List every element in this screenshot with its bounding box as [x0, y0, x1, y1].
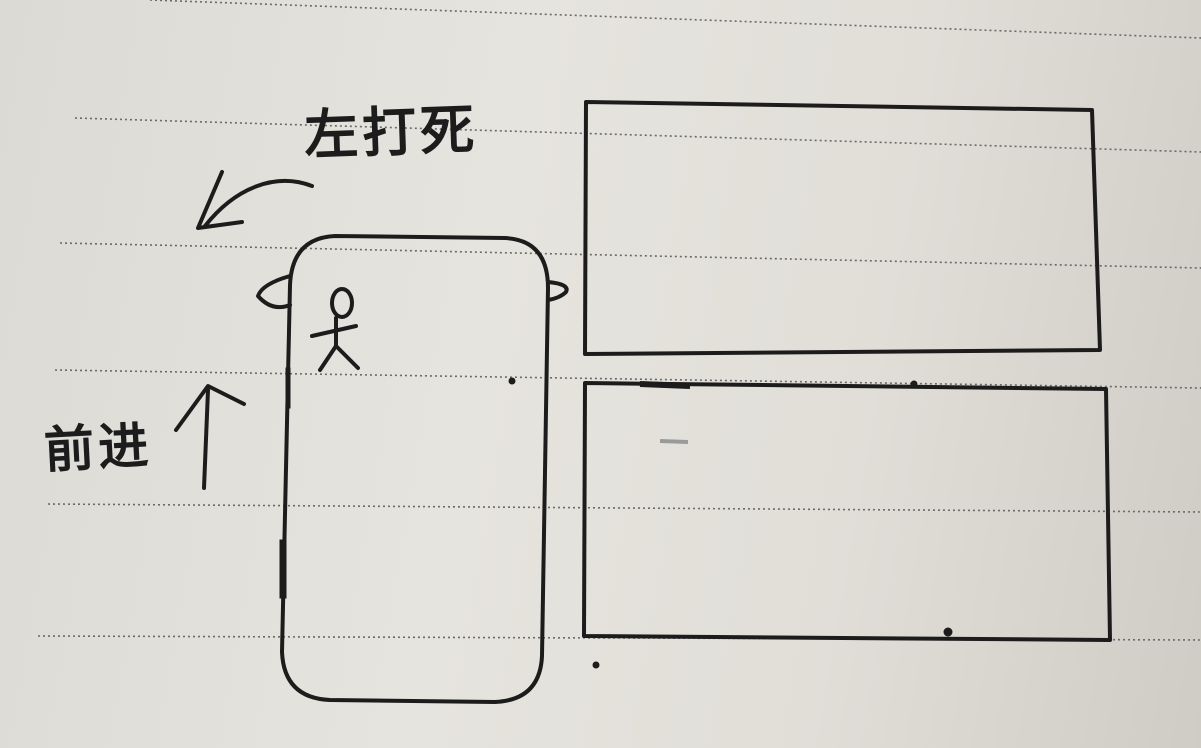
rule-line — [149, 0, 1201, 39]
parked-box-top — [583, 100, 1102, 356]
ink-dot — [910, 380, 918, 388]
turn-left-label: 左打死 — [303, 97, 480, 168]
parked-box-bottom — [582, 381, 1112, 642]
driver-figure — [310, 287, 360, 372]
rule-line — [47, 503, 1201, 513]
pencil-mark — [659, 439, 689, 444]
ink-mark — [639, 381, 691, 389]
forward-label: 前进 — [42, 416, 154, 480]
ink-dot — [943, 627, 953, 637]
ink-mark — [279, 539, 287, 599]
ink-mark — [285, 367, 291, 409]
car-body — [280, 234, 550, 704]
turn-left-arrow-head — [196, 170, 244, 230]
rule-line — [59, 242, 1201, 269]
right-mirror — [546, 280, 569, 302]
rule-line — [74, 117, 1201, 153]
forward-arrow-head — [174, 384, 246, 432]
rule-line — [54, 369, 1201, 389]
left-mirror — [256, 274, 292, 310]
forward-arrow-shaft — [202, 388, 210, 490]
ink-marks — [279, 367, 953, 669]
turn-left-arrow-curve — [203, 179, 314, 228]
ink-dot — [592, 661, 600, 669]
ruled-lines — [37, 0, 1201, 641]
ink-dot — [508, 377, 516, 385]
